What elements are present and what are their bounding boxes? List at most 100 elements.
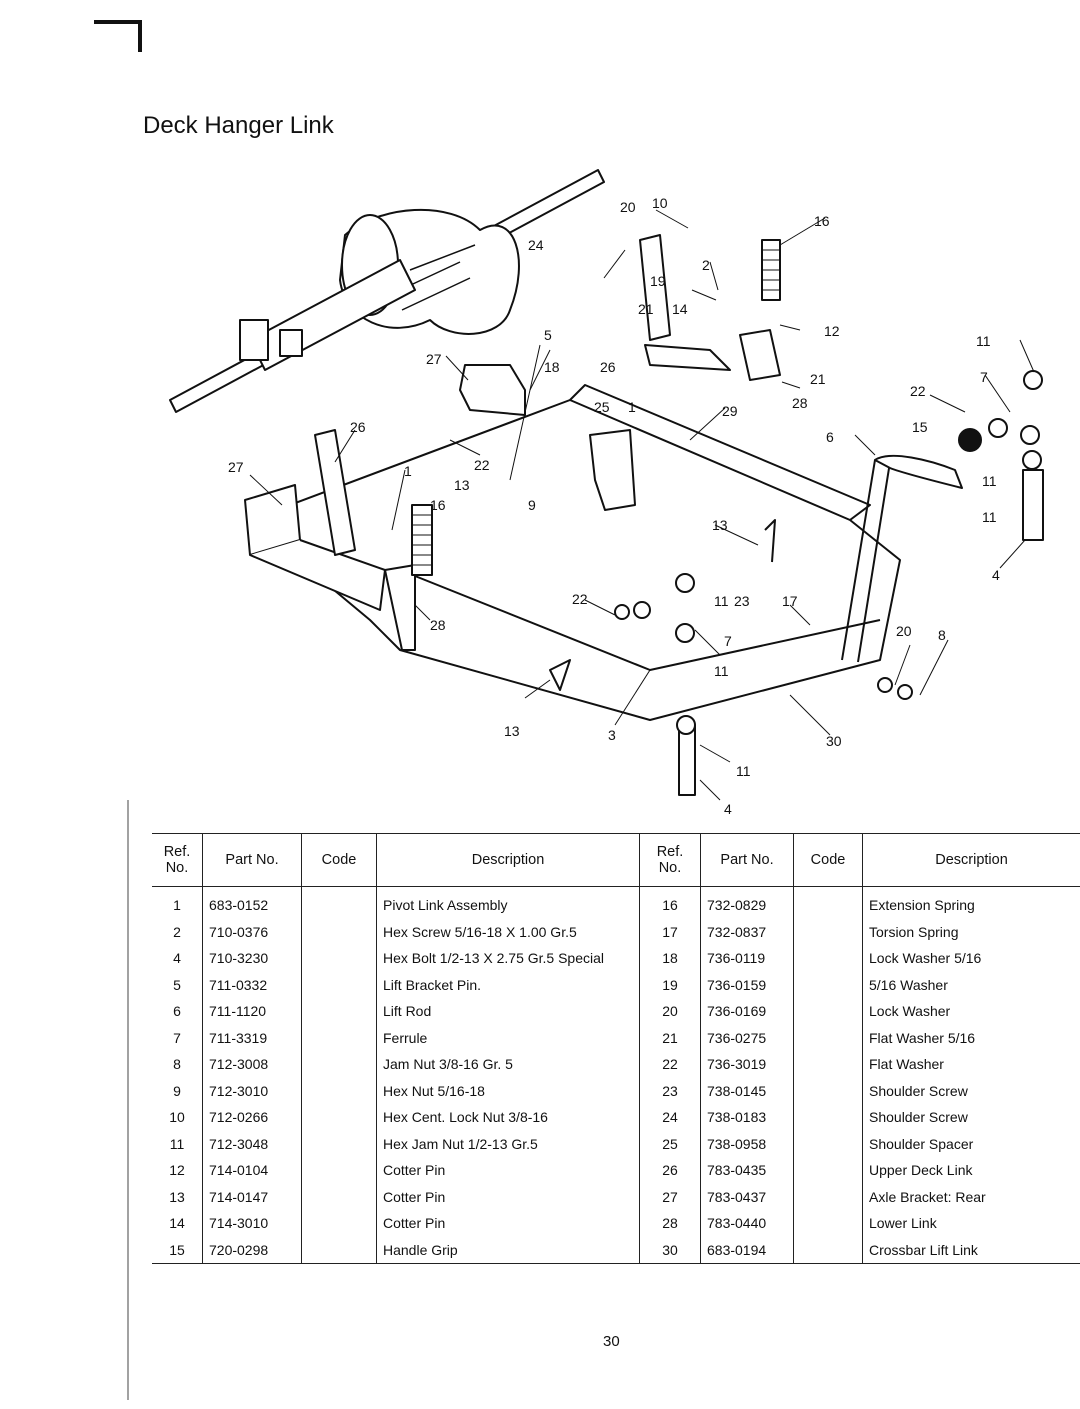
lift-rod (841, 459, 891, 663)
callout-11: 11 (976, 333, 991, 349)
callout-24: 24 (528, 237, 544, 253)
cell-desc: Cotter Pin (376, 1183, 640, 1210)
cell-part-2: 732-0837 (700, 918, 794, 945)
cell-desc-2: Axle Bracket: Rear (862, 1183, 1080, 1210)
cell-ref-2: 17 (639, 918, 701, 945)
callout-21: 21 (638, 301, 654, 317)
callout-4: 4 (992, 567, 1000, 583)
cell-part-2: 738-0183 (700, 1104, 794, 1131)
cell-code-2 (793, 1210, 863, 1237)
header-ref-no: Ref. No. (152, 833, 203, 887)
callout-5: 5 (544, 327, 552, 343)
callout-11: 11 (714, 593, 729, 609)
callout-14: 14 (672, 301, 688, 317)
cell-ref: 5 (173, 976, 181, 993)
cell-part-2: 736-0159 (700, 971, 794, 998)
cell-desc-2: Shoulder Screw (862, 1077, 1080, 1104)
cell-code-2 (793, 1077, 863, 1104)
header-part-no: Part No. (202, 833, 302, 887)
cell-code-2 (793, 1130, 863, 1157)
cell-desc: Hex Nut 5/16-18 (376, 1077, 640, 1104)
callout-28: 28 (792, 395, 808, 411)
cell-code (301, 1077, 377, 1104)
cell-part-2: 732-0829 (700, 886, 794, 919)
cell-part: 710-0376 (202, 918, 302, 945)
cell-code-2 (793, 998, 863, 1025)
cell-desc: Lift Rod (376, 998, 640, 1025)
callout-12: 12 (824, 323, 840, 339)
cell-code-2 (793, 1157, 863, 1184)
callout-11: 11 (736, 763, 751, 779)
cell-part: 711-3319 (202, 1024, 302, 1051)
callout-3: 3 (608, 727, 616, 743)
cell-ref: 8 (173, 1056, 181, 1073)
cell-desc-2: Lock Washer 5/16 (862, 945, 1080, 972)
cell-ref: 14 (169, 1215, 185, 1232)
callout-20: 20 (620, 199, 636, 215)
cell-desc-2: Upper Deck Link (862, 1157, 1080, 1184)
header-description-2: Description (862, 833, 1080, 887)
cell-desc: Cotter Pin (376, 1157, 640, 1184)
cell-part-2: 736-0119 (700, 945, 794, 972)
cell-ref-2: 22 (639, 1051, 701, 1078)
callout-11: 11 (714, 663, 729, 679)
callout-7: 7 (980, 369, 988, 385)
header-description: Description (376, 833, 640, 887)
cell-part-2: 736-3019 (700, 1051, 794, 1078)
cell-desc-2: Lower Link (862, 1210, 1080, 1237)
cell-ref: 15 (152, 1236, 203, 1264)
left-margin-line (127, 800, 129, 1400)
cell-part: 710-3230 (202, 945, 302, 972)
cell-desc: Jam Nut 3/8-16 Gr. 5 (376, 1051, 640, 1078)
cell-code (301, 918, 377, 945)
cell-code (301, 1210, 377, 1237)
cell-code (301, 1157, 377, 1184)
cell-desc: Cotter Pin (376, 1210, 640, 1237)
cell-code-2 (793, 1236, 863, 1264)
exploded-parts-diagram: 20 10 16 24 2 19 21 14 12 5 11 27 18 26 … (169, 169, 1044, 817)
callout-18: 18 (544, 359, 560, 375)
cell-part: 714-3010 (202, 1210, 302, 1237)
cell-desc-2: Lock Washer (862, 998, 1080, 1025)
cell-code (301, 945, 377, 972)
corner-bracket-mark (94, 20, 142, 52)
callout-7: 7 (724, 633, 732, 649)
cell-desc: Hex Screw 5/16-18 X 1.00 Gr.5 (376, 918, 640, 945)
header-code-2: Code (793, 833, 863, 887)
callout-26: 26 (350, 419, 366, 435)
callout-13: 13 (454, 477, 470, 493)
cell-part-2: 783-0435 (700, 1157, 794, 1184)
callout-25: 25 (594, 399, 610, 415)
cell-ref: 6 (173, 1003, 181, 1020)
cell-desc: Hex Cent. Lock Nut 3/8-16 (376, 1104, 640, 1131)
table-header-row: Ref. No. Part No. Code Description Ref. … (152, 833, 1080, 887)
cell-desc: Pivot Link Assembly (376, 886, 640, 919)
cell-desc-2: Torsion Spring (862, 918, 1080, 945)
callout-21: 21 (810, 371, 826, 387)
callout-6: 6 (826, 429, 834, 445)
cell-ref: 11 (169, 1135, 185, 1152)
callout-26: 26 (600, 359, 616, 375)
callout-4: 4 (724, 801, 732, 817)
header-code: Code (301, 833, 377, 887)
parts-list-table: Ref. No. Part No. Code Description Ref. … (152, 833, 1080, 1264)
cell-desc-2: Shoulder Screw (862, 1104, 1080, 1131)
callout-13: 13 (712, 517, 728, 533)
cell-ref-2: 20 (639, 998, 701, 1025)
cell-ref-2: 18 (639, 945, 701, 972)
callout-22: 22 (474, 457, 490, 473)
cell-part: 711-1120 (202, 998, 302, 1025)
cell-desc: Hex Jam Nut 1/2-13 Gr.5 (376, 1130, 640, 1157)
cell-desc-2: Extension Spring (862, 886, 1080, 919)
cell-part: 711-0332 (202, 971, 302, 998)
cell-ref-2: 28 (639, 1210, 701, 1237)
cell-part: 720-0298 (202, 1236, 302, 1264)
